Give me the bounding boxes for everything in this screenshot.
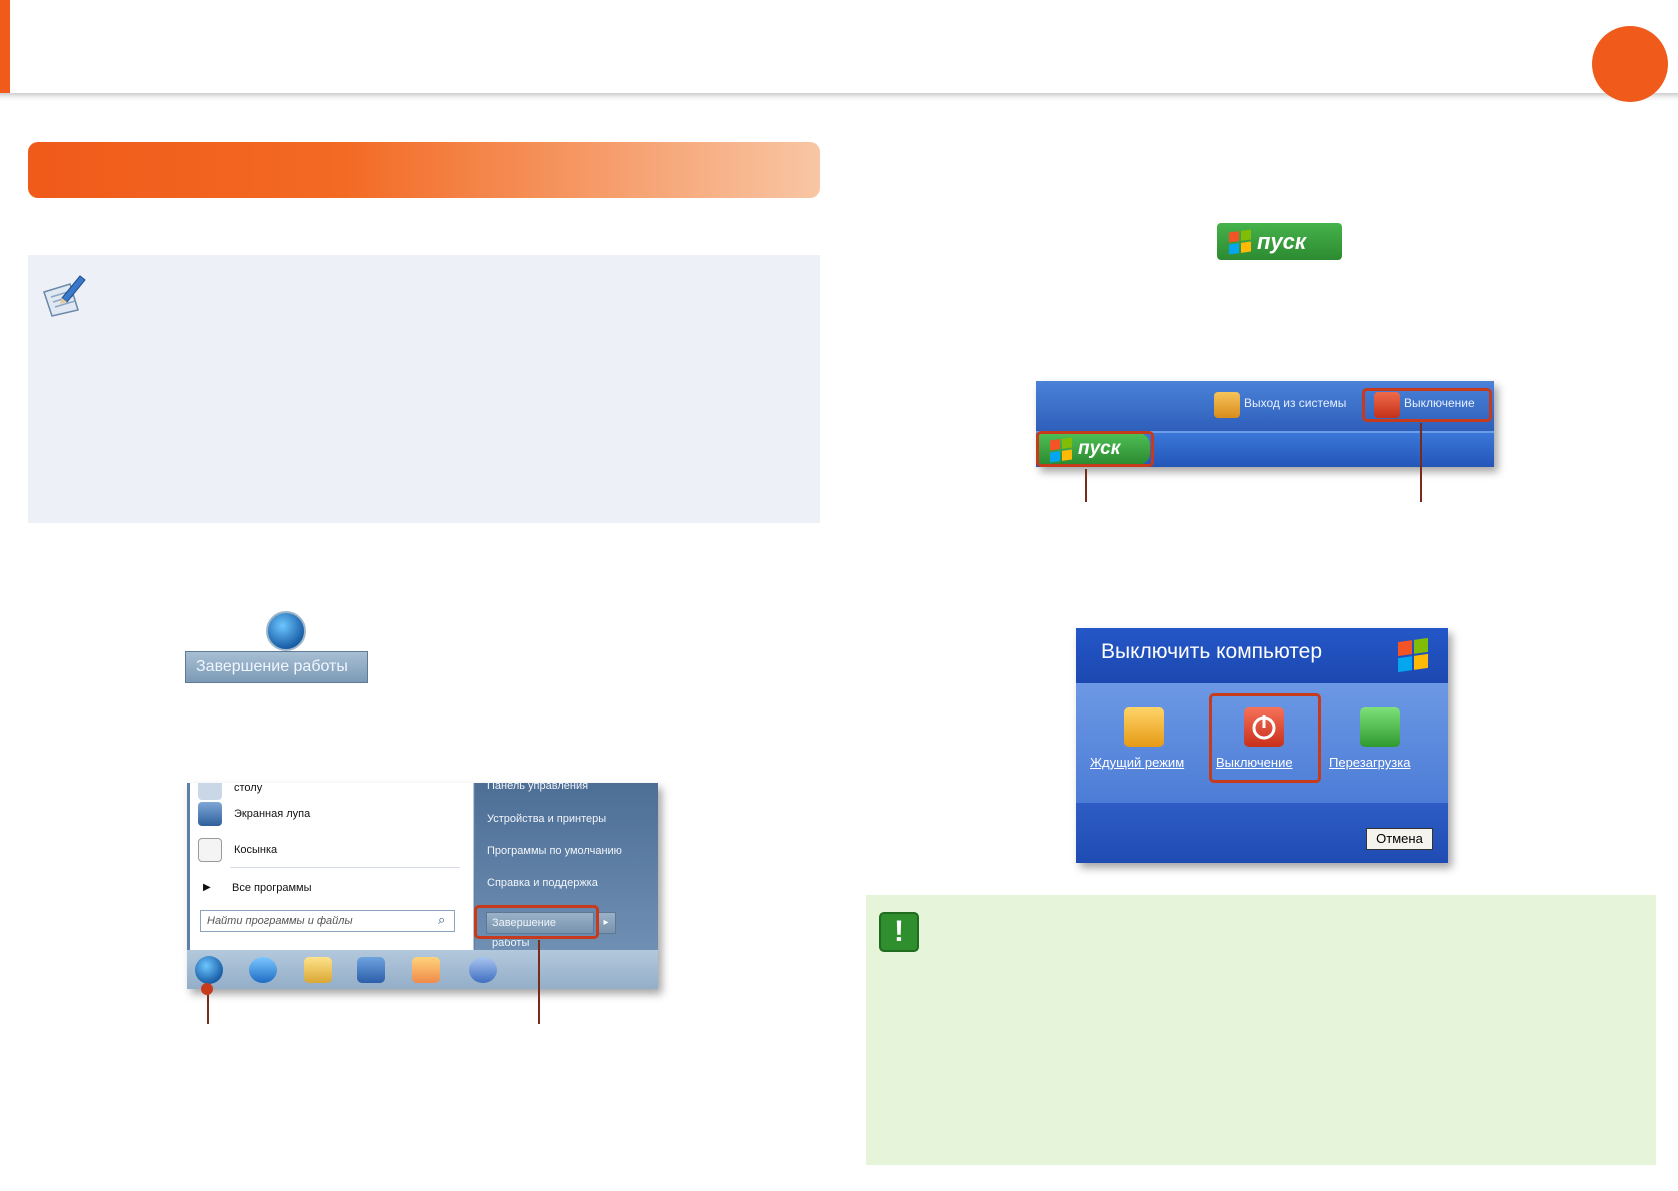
divider	[230, 867, 460, 868]
win7-start-menu-screenshot: столу Экранная лупа Косынка ▶ Все програ…	[187, 783, 658, 989]
windows-orb-icon	[266, 611, 306, 651]
restart-option[interactable]: Перезагрузка	[1329, 755, 1411, 770]
note-box	[28, 255, 820, 523]
menu-item-magnifier[interactable]: Экранная лупа	[198, 801, 310, 827]
callout-line-start	[207, 992, 209, 1024]
cancel-button[interactable]: Отмена	[1366, 828, 1433, 850]
xp-start-button[interactable]: пуск	[1038, 433, 1150, 465]
search-icon: ⌕	[438, 912, 446, 927]
callout-line-shutdown	[538, 940, 540, 1024]
turn-off-option-highlight	[1209, 693, 1321, 783]
power-symbol-icon	[1252, 715, 1276, 740]
solitaire-icon	[198, 838, 222, 862]
menu-item-solitaire[interactable]: Косынка	[198, 837, 277, 863]
dialog-header: Выключить компьютер	[1076, 628, 1448, 683]
xp-start-button-sample: пуск	[1217, 223, 1342, 260]
logoff-key-icon	[1214, 392, 1240, 418]
desktop-icon	[198, 783, 222, 800]
right-item-help[interactable]: Справка и поддержка	[487, 877, 598, 889]
xp-start-menu-screenshot: Выход из системы Выключение пуск	[1036, 381, 1494, 467]
caution-box	[866, 895, 1656, 1165]
power-icon	[1374, 392, 1400, 418]
internet-explorer-icon[interactable]	[249, 957, 277, 983]
start-highlight	[1036, 431, 1154, 467]
right-item-devices[interactable]: Устройства и принтеры	[487, 813, 607, 825]
standby-icon[interactable]	[1124, 707, 1164, 747]
callout-line-start-xp	[1085, 469, 1087, 502]
menu-item-all-programs[interactable]: ▶ Все программы	[198, 875, 311, 901]
turn-off-button[interactable]: Выключение	[1404, 396, 1475, 410]
windows-orb-icon[interactable]	[195, 956, 223, 984]
chapter-badge	[1592, 26, 1668, 102]
restart-icon[interactable]	[1360, 707, 1400, 747]
shutdown-button[interactable]: Завершение работы	[486, 912, 594, 949]
win7-taskbar	[187, 950, 658, 989]
shutdown-button-sample: Завершение работы	[185, 651, 368, 683]
windows-flag-icon	[1398, 637, 1428, 673]
standby-option[interactable]: Ждущий режим	[1090, 755, 1185, 770]
note-pencil-icon	[43, 275, 86, 317]
dialog-body: Ждущий режим Выключение Перезагрузка	[1076, 683, 1448, 803]
logoff-button[interactable]: Выход из системы	[1244, 396, 1347, 410]
xp-shutdown-dialog: Выключить компьютер Ждущий режим Выключе…	[1076, 628, 1448, 863]
power-app-icon[interactable]	[469, 957, 497, 983]
shutdown-options-arrow[interactable]: ▸	[596, 912, 616, 934]
header-accent-bar	[0, 0, 10, 97]
magnifier-icon	[198, 802, 222, 826]
menu-item[interactable]: столу	[198, 783, 262, 801]
caution-exclamation-icon: !	[879, 912, 919, 952]
paint-icon[interactable]	[412, 957, 440, 983]
shutdown-highlight	[474, 905, 599, 939]
turn-off-option[interactable]: Выключение	[1216, 755, 1293, 770]
dialog-title: Выключить компьютер	[1101, 640, 1323, 663]
section-heading-bar	[28, 142, 820, 198]
start-menu-left-pane: столу Экранная лупа Косынка ▶ Все програ…	[190, 783, 474, 950]
turn-off-highlight	[1362, 388, 1492, 422]
triangle-right-icon: ▶	[203, 882, 211, 893]
callout-dot	[201, 983, 213, 995]
right-item-control-panel[interactable]: Панель управления	[487, 783, 589, 792]
search-input[interactable]: Найти программы и файлы	[200, 910, 455, 932]
xp-menu-bottom-bar: Выход из системы Выключение	[1036, 381, 1494, 431]
callout-line-turnoff-xp	[1420, 423, 1422, 502]
power-icon[interactable]	[1244, 707, 1284, 747]
media-player-icon[interactable]	[357, 957, 385, 983]
right-item-default-programs[interactable]: Программы по умолчанию	[487, 845, 622, 857]
windows-flag-icon	[1229, 229, 1251, 255]
header-rule	[0, 93, 1678, 101]
folder-icon[interactable]	[304, 957, 332, 983]
